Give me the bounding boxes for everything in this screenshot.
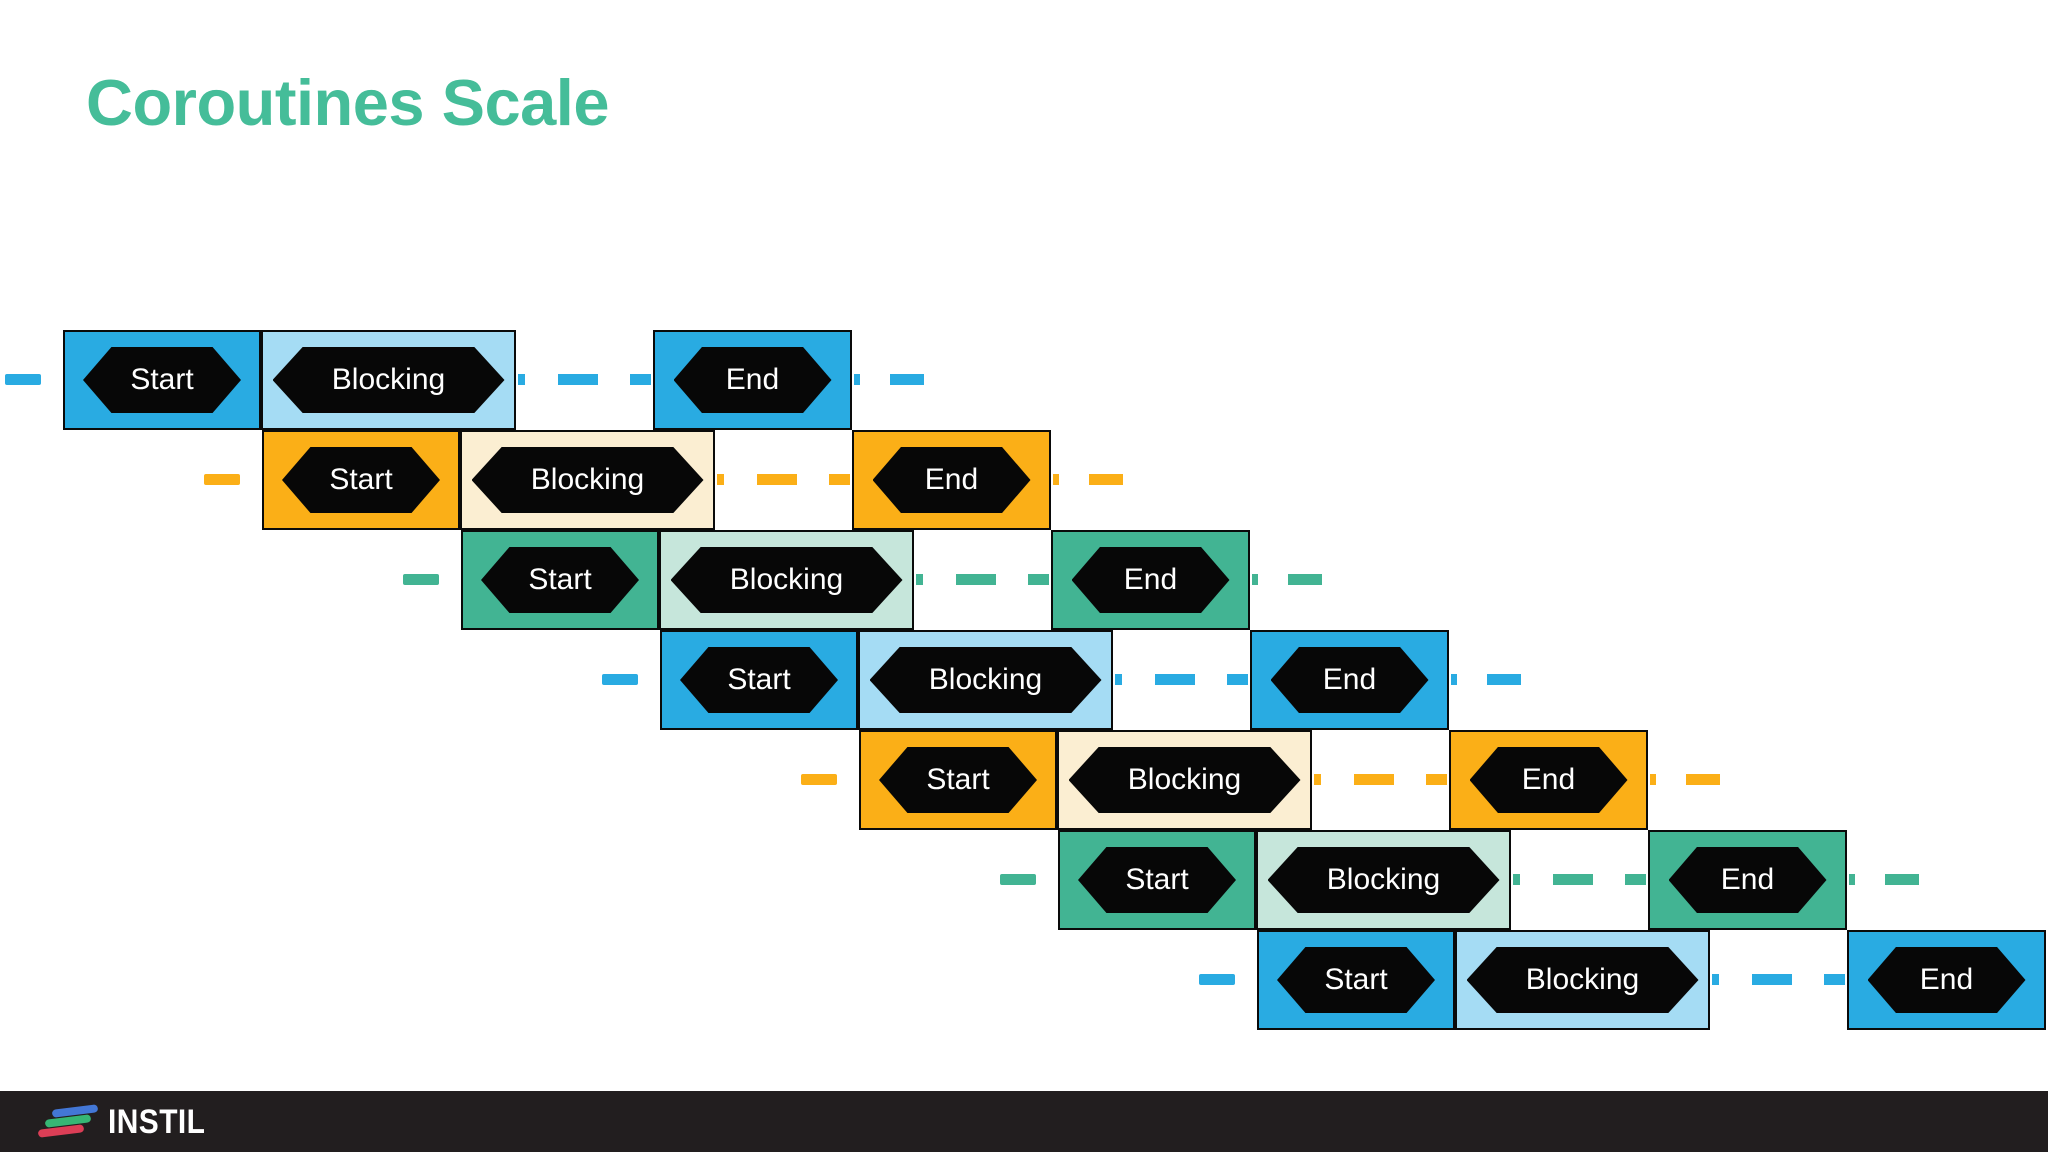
blocking-hexagon: Blocking xyxy=(471,447,704,513)
end-box: End xyxy=(653,330,852,430)
footer-bar: INSTIL xyxy=(0,1091,2048,1152)
start-hexagon: Start xyxy=(1078,847,1236,913)
timeline-dashes-suspended xyxy=(518,374,651,385)
end-hexagon: End xyxy=(1668,847,1827,913)
timeline-dashes-suspended xyxy=(717,474,850,485)
end-hexagon: End xyxy=(1270,647,1429,713)
page-title: Coroutines Scale xyxy=(86,65,609,139)
blocking-label: Blocking xyxy=(1525,963,1640,996)
end-hexagon: End xyxy=(1867,947,2026,1013)
start-hexagon: Start xyxy=(282,447,440,513)
end-hexagon: End xyxy=(1469,747,1628,813)
timeline-dashes-after-end xyxy=(1849,874,1931,885)
blocking-label: Blocking xyxy=(331,363,446,396)
end-label: End xyxy=(1919,963,1974,996)
start-hexagon: Start xyxy=(1277,947,1435,1013)
blocking-hexagon: Blocking xyxy=(272,347,505,413)
end-label: End xyxy=(924,463,979,496)
start-label: Start xyxy=(1324,963,1388,996)
end-box: End xyxy=(1847,930,2046,1030)
blocking-hexagon: Blocking xyxy=(1267,847,1500,913)
timeline-dashes-after-end xyxy=(1252,574,1334,585)
blocking-label: Blocking xyxy=(1326,863,1441,896)
start-label: Start xyxy=(926,763,990,796)
coroutine-row: Start Blocking End xyxy=(1000,830,1938,930)
blocking-box: Blocking xyxy=(659,530,914,630)
end-label: End xyxy=(1720,863,1775,896)
timeline-dashes-suspended xyxy=(1115,674,1248,685)
blocking-box: Blocking xyxy=(460,430,715,530)
start-hexagon: Start xyxy=(83,347,241,413)
start-box: Start xyxy=(1257,930,1455,1030)
blocking-hexagon: Blocking xyxy=(869,647,1102,713)
start-box: Start xyxy=(63,330,261,430)
coroutine-row: Start Blocking End xyxy=(801,730,1739,830)
start-hexagon: Start xyxy=(879,747,1037,813)
timeline-dash-before-start xyxy=(5,374,41,385)
timeline-dash-before-start xyxy=(602,674,638,685)
end-label: End xyxy=(1521,763,1576,796)
timeline-dashes-after-end xyxy=(1053,474,1135,485)
end-box: End xyxy=(1648,830,1847,930)
end-label: End xyxy=(1322,663,1377,696)
blocking-hexagon: Blocking xyxy=(1068,747,1301,813)
timeline-dash-before-start xyxy=(1199,974,1235,985)
start-box: Start xyxy=(859,730,1057,830)
start-label: Start xyxy=(528,563,592,596)
start-box: Start xyxy=(262,430,460,530)
start-hexagon: Start xyxy=(481,547,639,613)
blocking-label: Blocking xyxy=(928,663,1043,696)
end-label: End xyxy=(725,363,780,396)
end-hexagon: End xyxy=(673,347,832,413)
timeline-dashes-after-end xyxy=(854,374,936,385)
timeline-dashes-suspended xyxy=(1712,974,1845,985)
brand-name: INSTIL xyxy=(108,1102,206,1141)
blocking-box: Blocking xyxy=(1057,730,1312,830)
start-box: Start xyxy=(1058,830,1256,930)
start-label: Start xyxy=(727,663,791,696)
instil-logo-icon xyxy=(37,1103,100,1138)
timeline-dash-before-start xyxy=(1000,874,1036,885)
timeline-dash-before-start xyxy=(403,574,439,585)
start-label: Start xyxy=(329,463,393,496)
coroutine-row: Start Blocking End xyxy=(1199,930,2048,1030)
timeline-dashes-suspended xyxy=(916,574,1049,585)
timeline-dashes-suspended xyxy=(1513,874,1646,885)
timeline-dashes-after-end xyxy=(1650,774,1732,785)
timeline-dash-before-start xyxy=(204,474,240,485)
timeline-dash-before-start xyxy=(801,774,837,785)
coroutine-row: Start Blocking End xyxy=(602,630,1540,730)
end-box: End xyxy=(852,430,1051,530)
start-hexagon: Start xyxy=(680,647,838,713)
start-box: Start xyxy=(660,630,858,730)
end-box: End xyxy=(1250,630,1449,730)
end-label: End xyxy=(1123,563,1178,596)
start-box: Start xyxy=(461,530,659,630)
end-box: End xyxy=(1051,530,1250,630)
start-label: Start xyxy=(130,363,194,396)
coroutine-row: Start Blocking End xyxy=(403,530,1341,630)
timeline-dashes-suspended xyxy=(1314,774,1447,785)
blocking-hexagon: Blocking xyxy=(670,547,903,613)
end-box: End xyxy=(1449,730,1648,830)
blocking-label: Blocking xyxy=(1127,763,1242,796)
blocking-label: Blocking xyxy=(530,463,645,496)
coroutine-row: Start Blocking End xyxy=(5,330,943,430)
blocking-hexagon: Blocking xyxy=(1466,947,1699,1013)
end-hexagon: End xyxy=(1071,547,1230,613)
blocking-box: Blocking xyxy=(858,630,1113,730)
blocking-box: Blocking xyxy=(1256,830,1511,930)
blocking-box: Blocking xyxy=(261,330,516,430)
end-hexagon: End xyxy=(872,447,1031,513)
coroutine-row: Start Blocking End xyxy=(204,430,1142,530)
blocking-label: Blocking xyxy=(729,563,844,596)
blocking-box: Blocking xyxy=(1455,930,1710,1030)
start-label: Start xyxy=(1125,863,1189,896)
timeline-dashes-after-end xyxy=(1451,674,1533,685)
